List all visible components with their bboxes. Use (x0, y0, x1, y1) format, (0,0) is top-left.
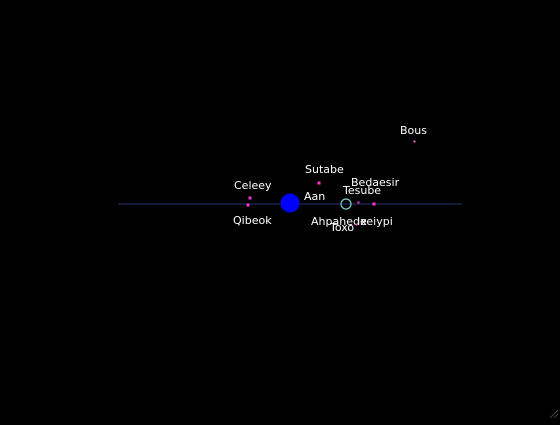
planet-marker-celeey[interactable] (248, 196, 252, 200)
planet-marker-toxo[interactable] (355, 223, 358, 226)
planet-label-qibeok: Qibeok (233, 214, 272, 227)
planet-label-sutabe: Sutabe (305, 163, 344, 176)
central-star[interactable] (280, 193, 300, 213)
resize-grip-icon[interactable] (548, 408, 558, 418)
planet-marker-bous[interactable] (413, 140, 416, 143)
planet-label-toxo: Toxo (329, 221, 354, 234)
planet-label-bedaesir: Bedaesir (351, 176, 400, 189)
planet-label-bous: Bous (400, 124, 427, 137)
planet-label-ahpahede: Ahpahede (311, 215, 367, 228)
planet-label-ixeiypi: Ixeiypi (357, 215, 393, 228)
selection-ring (340, 198, 352, 210)
planet-marker-bedaesir[interactable] (357, 201, 360, 204)
planet-label-celeey: Celeey (234, 179, 272, 192)
planet-marker-sutabe[interactable] (317, 181, 321, 185)
planet-marker-ixeiypi[interactable] (372, 202, 376, 206)
star-label: Aan (304, 190, 325, 203)
planet-label-tesube: Tesube (342, 184, 381, 197)
planet-marker-qibeok[interactable] (246, 203, 250, 207)
